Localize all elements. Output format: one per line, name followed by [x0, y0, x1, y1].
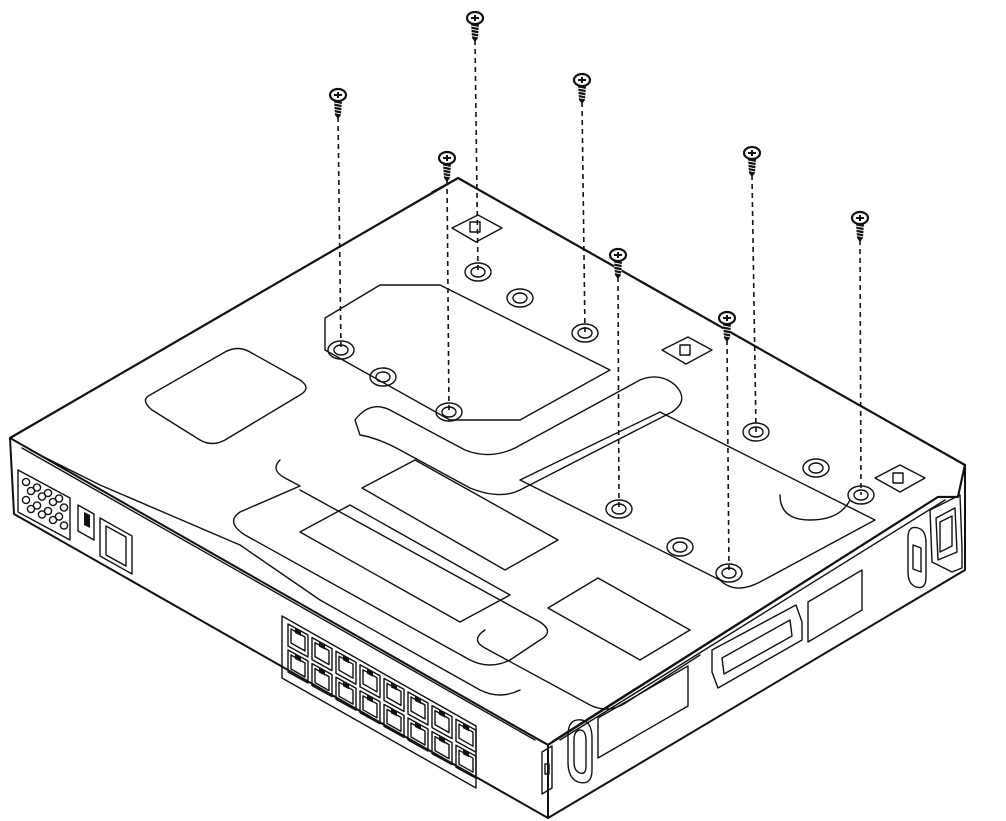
- chassis-bottom-panel: [8, 176, 967, 747]
- grille-hole: [48, 497, 58, 507]
- end-latch: [907, 526, 927, 589]
- power-switch: [77, 504, 95, 541]
- fan-grille: [17, 469, 71, 541]
- ethernet-port: [383, 677, 405, 713]
- screw-plate-right: [519, 411, 876, 589]
- screw: [717, 310, 737, 574]
- ethernet-port: [335, 676, 357, 711]
- ethernet-port: [359, 664, 381, 699]
- ethernet-port: [359, 690, 381, 725]
- screw: [328, 87, 348, 351]
- screw: [572, 72, 592, 334]
- ethernet-port: [407, 691, 429, 726]
- screw: [742, 145, 762, 433]
- screw-guide-line: [337, 116, 342, 351]
- vent-rect-1: [361, 459, 559, 571]
- screw-plate-right-notch: [779, 494, 851, 521]
- screw-guide-line: [726, 339, 730, 574]
- chassis-front-bevel: [21, 447, 536, 741]
- screw: [437, 150, 457, 413]
- screw-hole: [802, 458, 830, 478]
- vent-rect-2: [299, 504, 511, 623]
- panel-recesses: [29, 284, 876, 710]
- ethernet-port: [455, 744, 477, 779]
- ethernet-port-array: [281, 615, 477, 789]
- chassis-rear-edge: [431, 177, 459, 193]
- channel-center: [354, 376, 683, 496]
- grille-hole: [37, 492, 47, 501]
- grille-hole: [21, 495, 31, 505]
- screw: [850, 210, 870, 496]
- right-handle-1: [567, 719, 593, 784]
- screw-guide-line: [859, 239, 862, 496]
- screw-hole: [666, 537, 694, 557]
- ethernet-port: [431, 704, 453, 740]
- rear-pull-handle: [929, 494, 963, 573]
- screw-guide-line: [581, 101, 586, 334]
- grille-hole: [59, 503, 69, 512]
- ethernet-port: [287, 623, 309, 658]
- vent-rect-3: [547, 577, 691, 661]
- right-vent-2: [807, 569, 863, 643]
- ethernet-port: [335, 650, 357, 685]
- ethernet-port: [455, 718, 477, 753]
- recess-upper-left: [144, 347, 307, 445]
- grille-hole: [48, 515, 58, 525]
- ethernet-port: [287, 649, 309, 684]
- right-face-details: [541, 494, 963, 795]
- right-vent-1: [597, 665, 689, 759]
- channel-left: [232, 459, 549, 666]
- right-handle-2: [711, 604, 803, 689]
- grille-hole: [37, 510, 47, 519]
- front-face-details: [17, 469, 477, 789]
- latch-tabs: [451, 214, 926, 493]
- chassis-right-bevel: [559, 499, 946, 741]
- grille-hole: [26, 504, 36, 514]
- screw: [608, 247, 628, 510]
- screw-guide-line: [446, 179, 450, 413]
- front-inner-border: [29, 449, 521, 696]
- latch-tab-rear: [451, 214, 503, 243]
- screw-hole: [369, 367, 397, 387]
- screw-guide-line: [617, 276, 620, 510]
- screw-guide-line: [751, 174, 757, 433]
- latch-tab-right: [661, 336, 713, 365]
- screws: [328, 10, 870, 574]
- chassis: [8, 176, 967, 819]
- grille-hole: [26, 486, 36, 496]
- grille-hole: [21, 477, 31, 487]
- front-handle-cutout: [99, 517, 133, 575]
- screw-hole: [506, 288, 534, 308]
- ethernet-port: [383, 703, 405, 739]
- latch-tab-corner: [874, 464, 926, 493]
- screw-guide-line: [474, 39, 479, 273]
- ethernet-port: [311, 636, 333, 672]
- screw-plate-top: [324, 284, 611, 421]
- screw: [465, 10, 485, 273]
- corner-latch: [541, 745, 553, 795]
- grille-hole: [59, 521, 69, 530]
- ethernet-port: [407, 717, 429, 752]
- ethernet-port: [431, 730, 453, 766]
- ethernet-port: [311, 662, 333, 698]
